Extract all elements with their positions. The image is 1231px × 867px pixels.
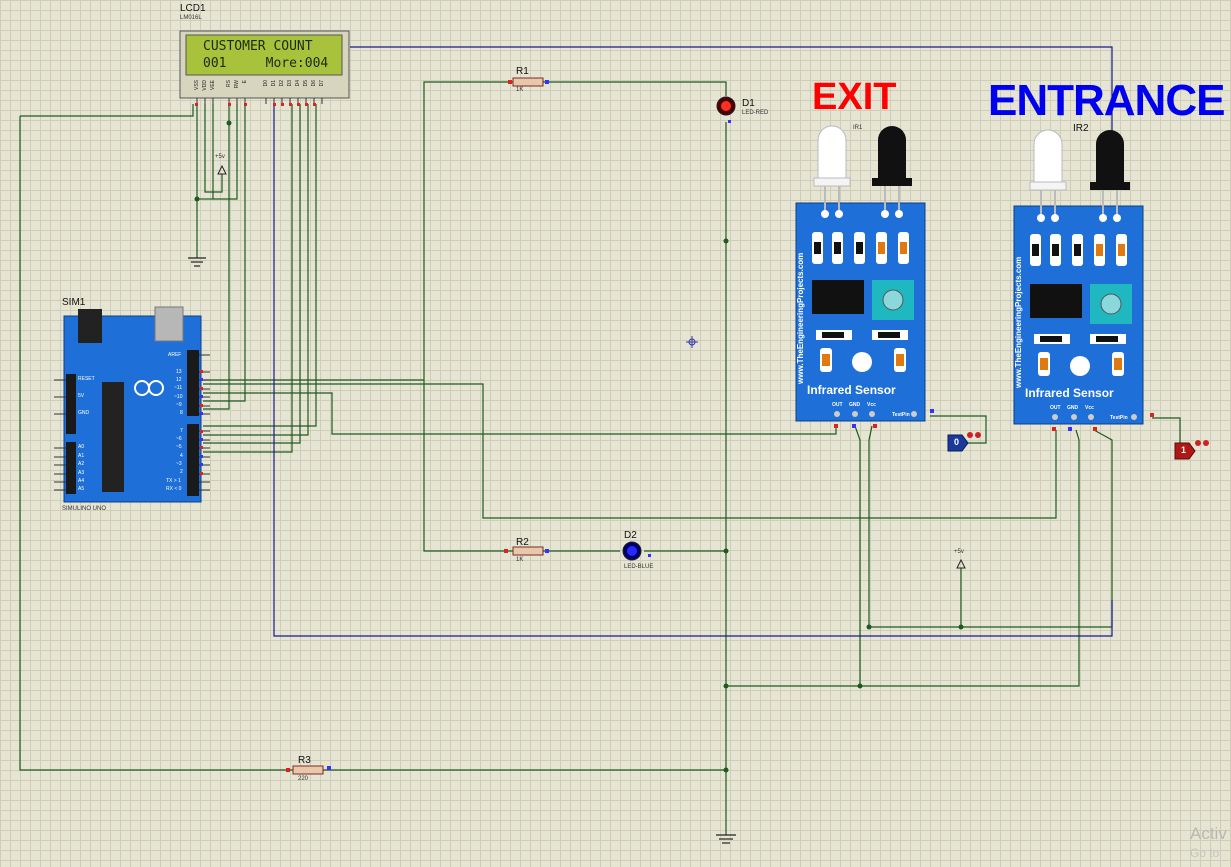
d2-ref-label: D2: [624, 530, 637, 541]
exit-heading: EXIT: [812, 76, 897, 118]
ir2-title-label: Infrared Sensor: [1025, 386, 1114, 400]
lcd-pin-label: D3: [287, 80, 293, 87]
arduino-digital-pin: TX > 1: [166, 478, 181, 484]
arduino-digital-pin: 4: [180, 453, 183, 459]
arduino-digital-pin: 12: [176, 377, 182, 383]
arduino-aref-label: AREF: [168, 352, 182, 358]
arduino-analog-pin: A2: [78, 461, 85, 467]
lcd-pin-label: D2: [279, 80, 285, 87]
logic-probe-0-value: 0: [954, 437, 960, 447]
arduino-digital-pin: 7: [180, 428, 183, 434]
activation-watermark-sub: Go to: [1190, 846, 1220, 860]
arduino-power-label: 5V: [78, 393, 85, 399]
ir1-ref-label: IR1: [853, 125, 863, 131]
sim-part-label: SIMULINO UNO: [62, 506, 107, 512]
ir1-pin-vcc: Vcc: [867, 402, 876, 408]
arduino-digital-pin: ~5: [176, 444, 182, 450]
ir2-ref-label: IR2: [1073, 123, 1089, 134]
ir2-url-label: www.TheEngineeringProjects.com: [1014, 256, 1023, 388]
arduino-digital-pin: 13: [176, 369, 182, 375]
arduino-power-label: GND: [78, 410, 90, 416]
arduino-digital-pin: 2: [180, 469, 183, 475]
ir1-pin-out: OUT: [832, 402, 843, 408]
lcd-module: [179, 30, 350, 106]
activation-watermark: Activ: [1190, 824, 1227, 843]
entrance-heading: ENTRANCE: [988, 76, 1225, 125]
lcd-part-label: LM016L: [180, 15, 202, 21]
d1-part-label: LED-RED: [742, 110, 769, 116]
lcd-pin-label: D4: [295, 80, 301, 87]
arduino-digital-pin: ~11: [174, 385, 183, 391]
lcd-pin-label: D1: [271, 80, 277, 87]
ir1-url-label: www.TheEngineeringProjects.com: [796, 252, 805, 384]
led-d1: [716, 96, 736, 123]
ir2-pin-out: OUT: [1050, 405, 1061, 411]
lcd-pin-label: D6: [311, 80, 317, 87]
ir2-pin-vcc: Vcc: [1085, 405, 1094, 411]
ground-symbols: [188, 257, 736, 844]
lcd-line-1: CUSTOMER COUNT: [203, 39, 313, 54]
lcd-pin-label: D5: [303, 80, 309, 87]
lcd-pin-label: D7: [319, 80, 325, 87]
ir1-title-label: Infrared Sensor: [807, 383, 896, 397]
logic-probe-0: [947, 432, 981, 452]
r2-value-label: 1K: [516, 557, 524, 563]
arduino-digital-pin: 8: [180, 410, 183, 416]
ir-sensor-exit: [795, 125, 934, 428]
lcd-pin-label: RW: [234, 80, 240, 89]
crosshair-icon: [686, 336, 698, 348]
ir2-pin-gnd: GND: [1067, 405, 1079, 411]
r1-ref-label: R1: [516, 66, 529, 77]
r1-value-label: 1K: [516, 87, 524, 93]
vcc-label-sensors: +5v: [954, 549, 964, 555]
arduino-board: [54, 306, 210, 503]
resistors: [292, 77, 544, 775]
arduino-digital-pin: ~10: [174, 394, 183, 400]
d1-ref-label: D1: [742, 98, 755, 109]
lcd-pin-label: VDD: [202, 80, 208, 91]
arduino-digital-pin: ~6: [176, 436, 182, 442]
arduino-digital-pin: ~3: [176, 461, 182, 467]
r3-value-label: 220: [298, 776, 309, 782]
junction-dots: [194, 120, 964, 773]
ir1-pin-gnd: GND: [849, 402, 861, 408]
ir2-testpin-label: TestPin: [1110, 415, 1128, 421]
arduino-digital-pin: ~9: [176, 402, 182, 408]
sim-ref-label: SIM1: [62, 297, 86, 308]
lcd-line-2: 001 More:004: [203, 56, 329, 71]
lcd-ref-label: LCD1: [180, 3, 206, 14]
arduino-power-label: RESET: [78, 376, 95, 382]
power-arrows: [217, 164, 966, 569]
arduino-analog-pin: A3: [78, 470, 85, 476]
r3-ref-label: R3: [298, 755, 311, 766]
vcc-label-lcd: +5v: [215, 154, 225, 160]
arduino-digital-pin: RX < 0: [166, 486, 182, 492]
led-d2: [622, 541, 651, 561]
arduino-analog-pin: A4: [78, 478, 85, 484]
ir-sensor-entrance: [1013, 129, 1154, 431]
arduino-analog-pin: A1: [78, 453, 85, 459]
green-wires: [19, 81, 1181, 835]
lcd-pin-label: RS: [226, 80, 232, 87]
r2-ref-label: R2: [516, 537, 529, 548]
lcd-pin-label: VEE: [210, 80, 216, 91]
logic-probe-1-value: 1: [1181, 445, 1187, 455]
arduino-analog-pin: A0: [78, 444, 85, 450]
lcd-pin-label: E: [242, 80, 248, 84]
ir1-testpin-label: TestPin: [892, 412, 910, 418]
logic-probe-1: [1174, 440, 1209, 460]
d2-part-label: LED-BLUE: [624, 564, 654, 570]
arduino-analog-pin: A5: [78, 486, 85, 492]
lcd-pin-label: VSS: [194, 80, 200, 91]
lcd-pin-label: D0: [263, 80, 269, 87]
